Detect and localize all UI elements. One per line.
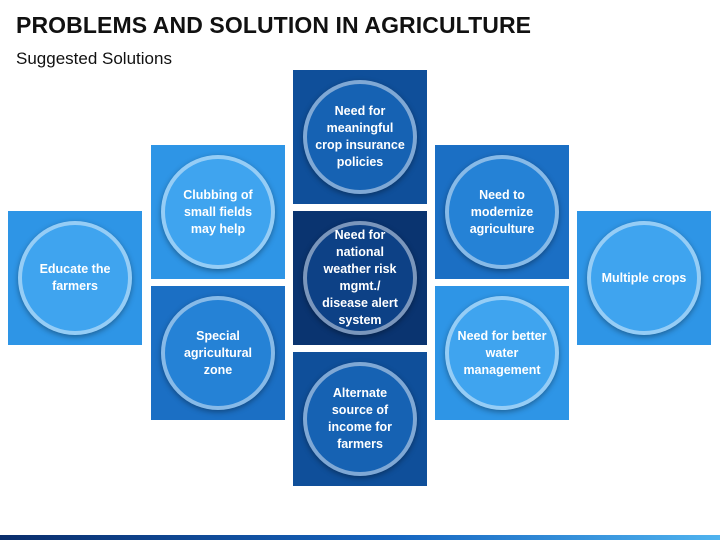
- label-clubbing: Clubbing of small fields may help: [183, 187, 253, 236]
- tile-income: Alternate source of income for farmers: [293, 352, 427, 486]
- label-insurance: Need for meaningful crop insurance polic…: [315, 104, 405, 169]
- circle-crops: Multiple crops: [587, 221, 701, 335]
- circle-special: Special agricultural zone: [161, 296, 275, 410]
- circle-water: Need for better water management: [445, 296, 559, 410]
- label-weather: Need for national weather risk mgmt./ di…: [322, 228, 398, 327]
- tile-water: Need for better water management: [435, 286, 569, 420]
- circle-clubbing: Clubbing of small fields may help: [161, 155, 275, 269]
- label-modernize: Need to modernize agriculture: [469, 187, 535, 236]
- tile-insurance: Need for meaningful crop insurance polic…: [293, 70, 427, 204]
- label-crops: Multiple crops: [601, 270, 687, 285]
- circle-insurance: Need for meaningful crop insurance polic…: [303, 80, 417, 194]
- bottom-accent-bar: [0, 535, 720, 540]
- label-educate: Educate the farmers: [39, 262, 111, 293]
- circle-income: Alternate source of income for farmers: [303, 362, 417, 476]
- circle-weather: Need for national weather risk mgmt./ di…: [303, 221, 417, 335]
- tile-crops: Multiple crops: [577, 211, 711, 345]
- tile-special: Special agricultural zone: [151, 286, 285, 420]
- tile-educate: Educate the farmers: [8, 211, 142, 345]
- tile-modernize: Need to modernize agriculture: [435, 145, 569, 279]
- label-water: Need for better water management: [457, 328, 547, 377]
- tile-weather: Need for national weather risk mgmt./ di…: [293, 211, 427, 345]
- tile-clubbing: Clubbing of small fields may help: [151, 145, 285, 279]
- label-special: Special agricultural zone: [183, 328, 253, 377]
- circle-modernize: Need to modernize agriculture: [445, 155, 559, 269]
- circle-educate: Educate the farmers: [18, 221, 132, 335]
- page-title: PROBLEMS AND SOLUTION IN AGRICULTURE: [16, 12, 532, 38]
- page-subtitle: Suggested Solutions: [16, 49, 172, 68]
- label-income: Alternate source of income for farmers: [328, 386, 392, 451]
